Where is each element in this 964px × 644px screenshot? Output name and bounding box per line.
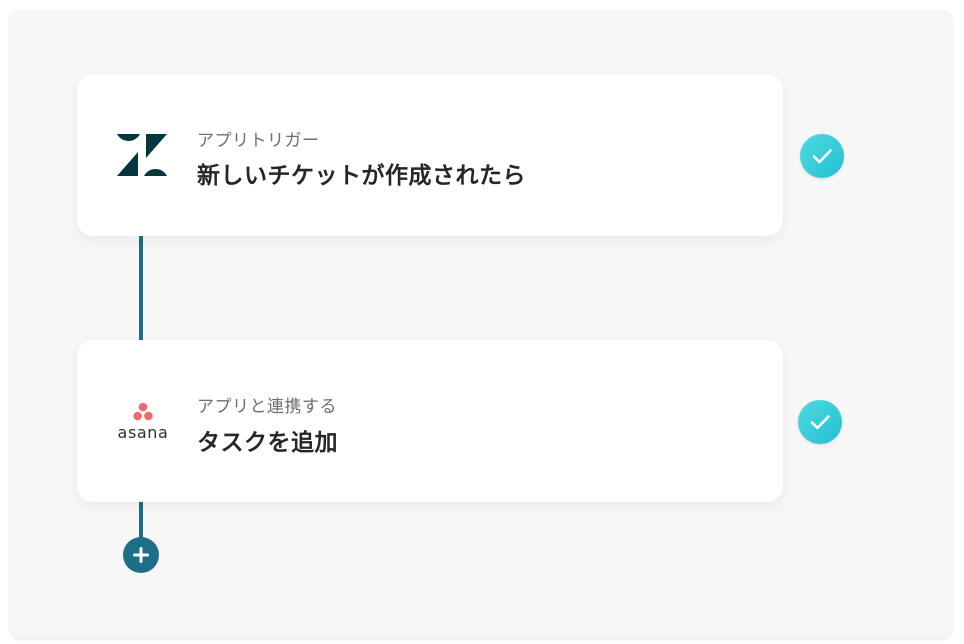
- step-title: 新しいチケットが作成されたら: [197, 163, 526, 189]
- trigger-step-card[interactable]: アプリトリガー 新しいチケットが作成されたら: [77, 74, 783, 236]
- asana-logo-icon: asana: [113, 402, 173, 446]
- zendesk-logo-icon: [113, 130, 171, 180]
- step-title: タスクを追加: [197, 430, 338, 456]
- action-step-card[interactable]: asana アプリと連携する タスクを追加: [77, 340, 783, 502]
- add-step-button[interactable]: [123, 537, 159, 573]
- check-icon: [798, 400, 842, 444]
- flow-connector: [139, 501, 143, 541]
- flow-connector: [139, 236, 143, 342]
- check-icon: [800, 134, 844, 178]
- step-kicker: アプリと連携する: [197, 397, 337, 417]
- asana-logo-text: asana: [117, 423, 169, 442]
- plus-icon: [133, 547, 149, 563]
- step-kicker: アプリトリガー: [197, 131, 320, 151]
